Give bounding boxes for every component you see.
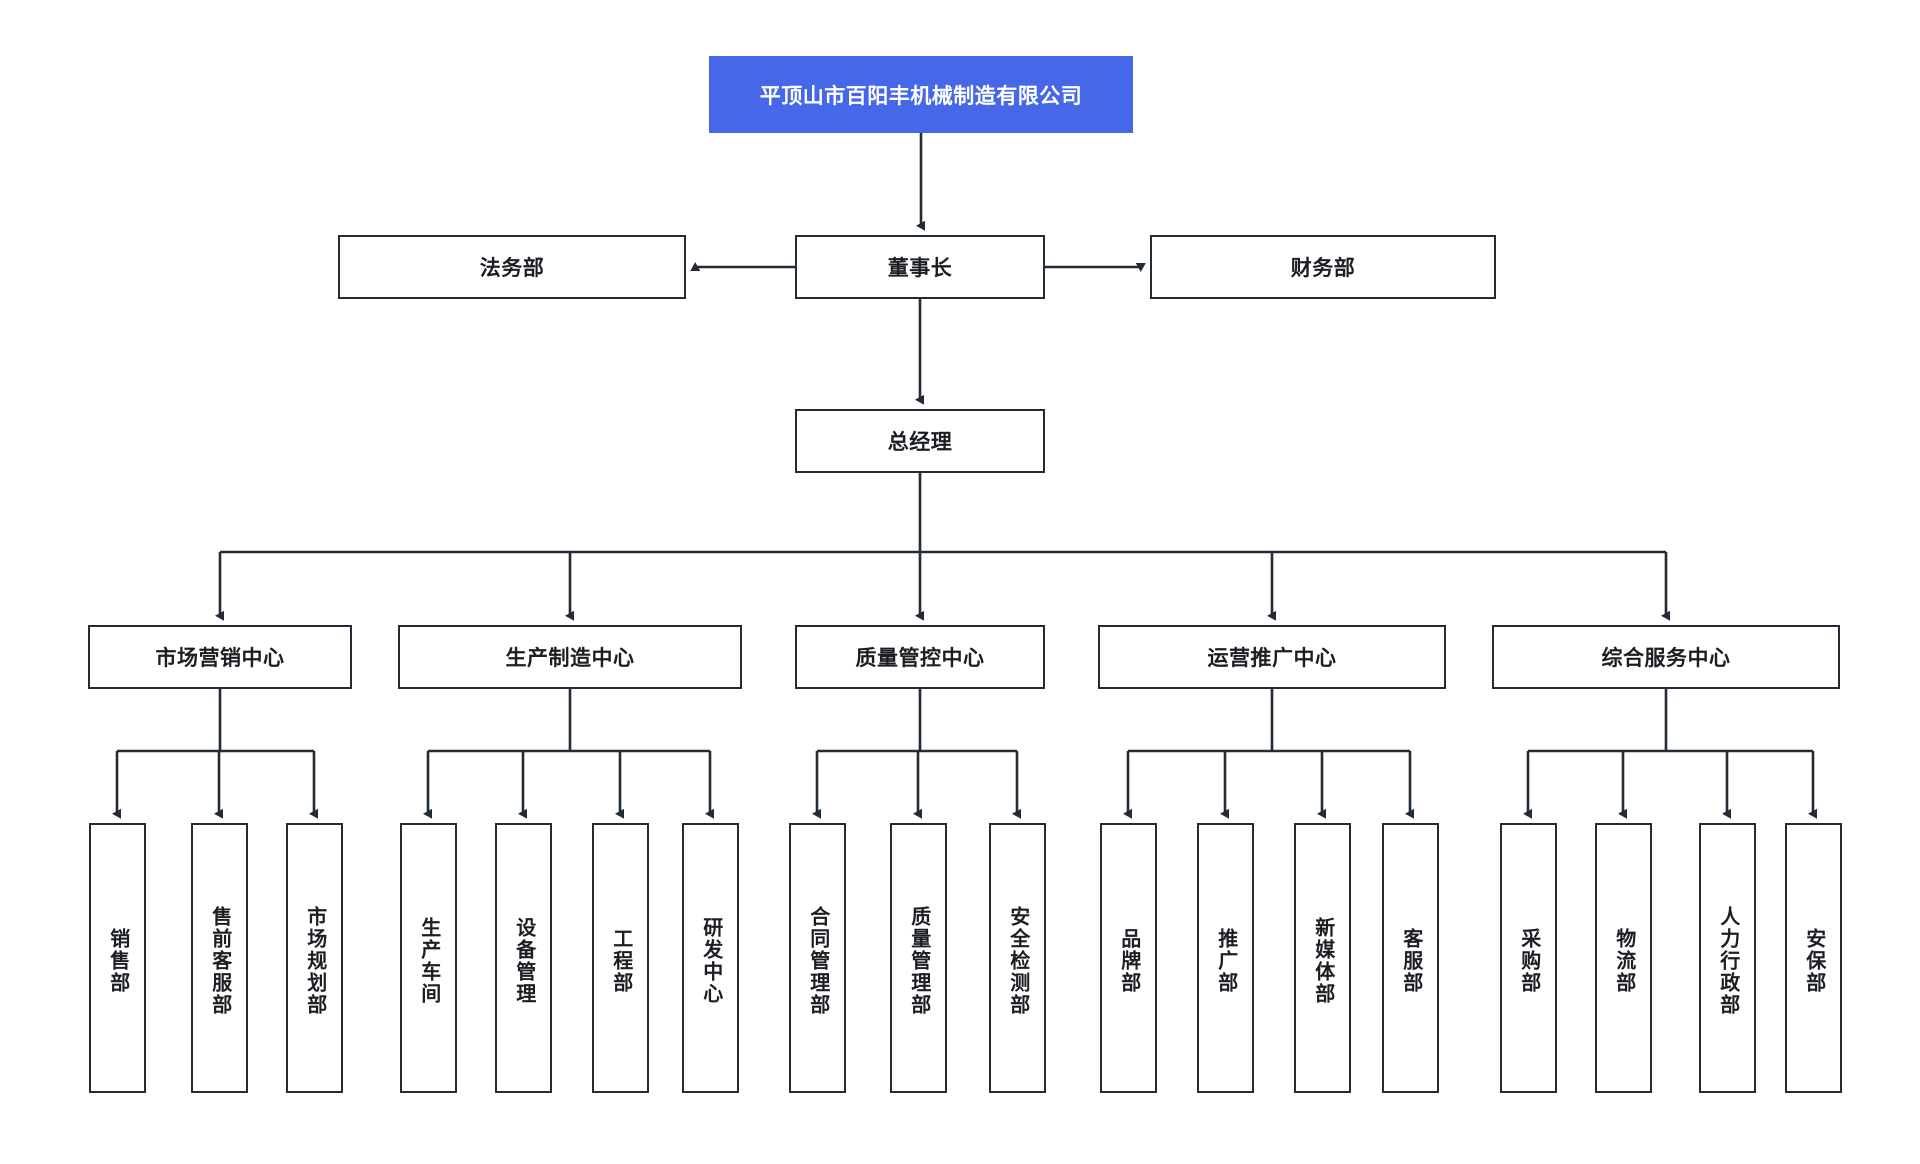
node-label: 售前客服部 — [208, 906, 231, 1016]
node-leaf-1-2[interactable]: 售前客服部 — [190, 823, 248, 1093]
node-leaf-5-2[interactable]: 物流部 — [1594, 823, 1652, 1093]
node-label: 工程部 — [609, 928, 632, 994]
node-label: 质量管理部 — [907, 906, 930, 1016]
node-label: 总经理 — [887, 431, 953, 454]
node-label: 财务部 — [1290, 257, 1356, 280]
node-label: 生产车间 — [417, 917, 440, 1005]
node-label: 安全检测部 — [1006, 906, 1029, 1016]
node-label: 安保部 — [1802, 928, 1825, 994]
node-label: 研发中心 — [699, 917, 722, 1005]
node-company-root[interactable]: 平顶山市百阳丰机械制造有限公司 — [709, 56, 1133, 133]
node-label: 市场营销中心 — [155, 647, 285, 670]
node-leaf-4-3[interactable]: 新媒体部 — [1293, 823, 1351, 1093]
node-legal-department[interactable]: 法务部 — [338, 235, 686, 299]
node-label: 新媒体部 — [1311, 917, 1334, 1005]
node-label: 法务部 — [479, 257, 545, 280]
node-label: 生产制造中心 — [505, 647, 635, 670]
node-finance-department[interactable]: 财务部 — [1150, 235, 1496, 299]
node-leaf-3-3[interactable]: 安全检测部 — [988, 823, 1046, 1093]
node-leaf-4-1[interactable]: 品牌部 — [1099, 823, 1157, 1093]
node-label: 设备管理 — [512, 917, 535, 1005]
node-leaf-5-3[interactable]: 人力行政部 — [1698, 823, 1756, 1093]
node-label: 综合服务中心 — [1601, 647, 1731, 670]
node-label: 质量管控中心 — [855, 647, 985, 670]
node-leaf-2-2[interactable]: 设备管理 — [494, 823, 552, 1093]
node-center-3[interactable]: 质量管控中心 — [795, 625, 1045, 689]
node-center-1[interactable]: 市场营销中心 — [88, 625, 352, 689]
node-leaf-3-1[interactable]: 合同管理部 — [788, 823, 846, 1093]
node-label: 销售部 — [106, 928, 129, 994]
node-label: 董事长 — [887, 257, 953, 280]
node-leaf-1-1[interactable]: 销售部 — [88, 823, 146, 1093]
node-label: 客服部 — [1399, 928, 1422, 994]
node-label: 平顶山市百阳丰机械制造有限公司 — [759, 84, 1083, 108]
node-chairman[interactable]: 董事长 — [795, 235, 1045, 299]
node-label: 物流部 — [1612, 928, 1635, 994]
node-general-manager[interactable]: 总经理 — [795, 409, 1045, 473]
node-center-4[interactable]: 运营推广中心 — [1098, 625, 1446, 689]
node-label: 运营推广中心 — [1207, 647, 1337, 670]
node-label: 合同管理部 — [806, 906, 829, 1016]
node-leaf-2-3[interactable]: 工程部 — [591, 823, 649, 1093]
node-center-2[interactable]: 生产制造中心 — [398, 625, 742, 689]
node-leaf-5-1[interactable]: 采购部 — [1499, 823, 1557, 1093]
node-center-5[interactable]: 综合服务中心 — [1492, 625, 1840, 689]
node-label: 采购部 — [1517, 928, 1540, 994]
node-leaf-3-2[interactable]: 质量管理部 — [889, 823, 947, 1093]
node-leaf-4-2[interactable]: 推广部 — [1196, 823, 1254, 1093]
node-leaf-2-1[interactable]: 生产车间 — [399, 823, 457, 1093]
node-leaf-1-3[interactable]: 市场规划部 — [285, 823, 343, 1093]
node-label: 人力行政部 — [1716, 906, 1739, 1016]
node-leaf-2-4[interactable]: 研发中心 — [681, 823, 739, 1093]
node-label: 品牌部 — [1117, 928, 1140, 994]
node-leaf-5-4[interactable]: 安保部 — [1784, 823, 1842, 1093]
node-leaf-4-4[interactable]: 客服部 — [1381, 823, 1439, 1093]
node-label: 推广部 — [1214, 928, 1237, 994]
node-label: 市场规划部 — [303, 906, 326, 1016]
